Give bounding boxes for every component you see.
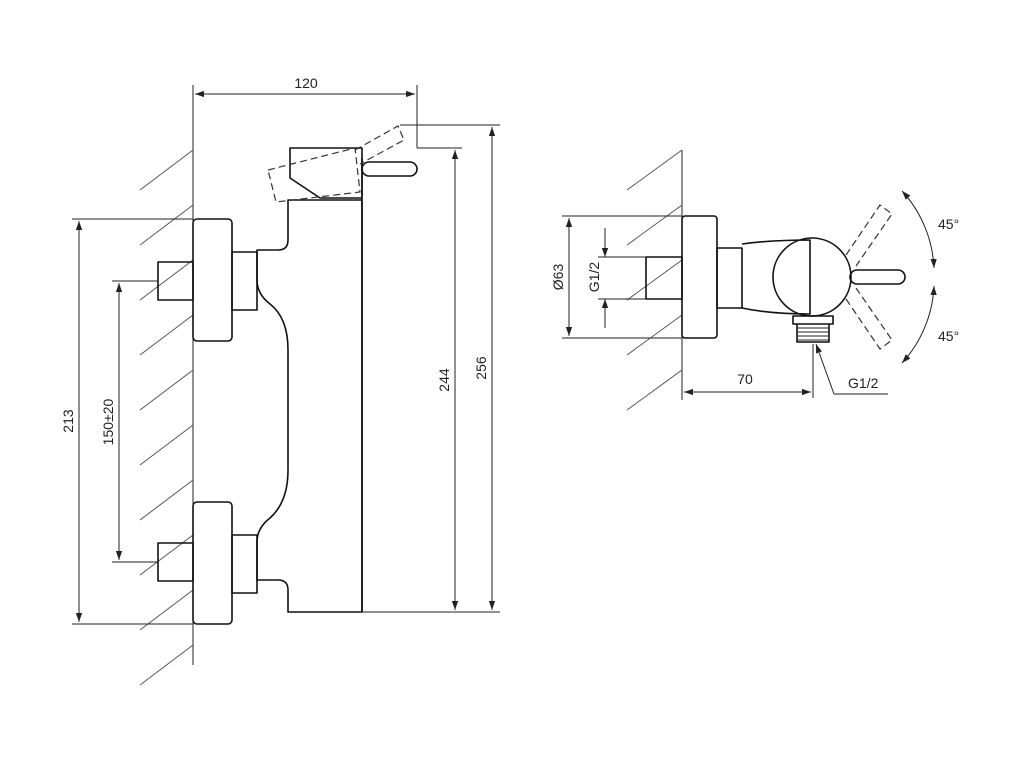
side-wall-hatching <box>626 149 683 411</box>
dim-spacing-label: 150±20 <box>100 398 116 445</box>
dim-spacing-150: 150±20 <box>100 280 158 563</box>
side-thermostat-body <box>772 237 852 317</box>
dim-angle-45: 45° 45° <box>901 190 959 364</box>
upper-inlet-stub <box>157 261 194 301</box>
side-lever-alt-positions <box>845 204 893 350</box>
dim-depth-70: 70 <box>684 344 814 398</box>
side-outlet-nut <box>792 315 834 325</box>
angle-arc-down <box>901 285 937 364</box>
side-outlet-thread <box>792 315 834 343</box>
dim-width-120: 120 <box>195 75 418 148</box>
front-wall <box>139 85 194 686</box>
dim-diameter-63: Ø63 <box>550 215 682 339</box>
dim-depth-label: 70 <box>737 371 753 387</box>
side-wall <box>626 149 683 411</box>
dim-outlet-thread: G1/2 <box>815 343 888 395</box>
lever-handle-open-position <box>267 125 405 203</box>
lower-wall-flange <box>192 501 233 625</box>
dim-height-213: 213 <box>60 218 193 625</box>
side-body <box>741 239 811 315</box>
mixer-body <box>256 199 363 613</box>
front-wall-hatching <box>139 149 194 686</box>
dim-outlet-thread-label: G1/2 <box>848 375 879 391</box>
lever-head <box>289 147 363 199</box>
dim-inlet-thread: G1/2 <box>586 228 646 328</box>
upper-connector <box>157 218 258 342</box>
angle-arc-up <box>901 190 937 269</box>
side-lever-arm <box>849 269 906 285</box>
lever-handle <box>289 147 418 200</box>
dim-width-label: 120 <box>294 75 318 91</box>
angle-down-label: 45° <box>938 328 959 344</box>
lever-arm <box>361 161 418 177</box>
dim-height-outer-label: 256 <box>473 356 489 380</box>
dim-height-left-label: 213 <box>60 409 76 433</box>
side-eccentric-nut <box>716 247 743 309</box>
dim-height-244: 244 <box>417 147 462 610</box>
side-inlet-stub <box>645 256 683 300</box>
side-wall-flange <box>681 215 718 339</box>
side-view: Ø63 G1/2 70 G1/2 45° 45° <box>550 149 959 411</box>
upper-wall-flange <box>192 218 233 342</box>
dim-height-256: 256 <box>362 124 500 613</box>
front-view: 120 256 244 213 150±20 <box>60 75 500 686</box>
dim-diameter-label: Ø63 <box>550 264 566 291</box>
dim-inlet-thread-label: G1/2 <box>586 262 602 293</box>
angle-up-label: 45° <box>938 216 959 232</box>
lower-eccentric-nut <box>231 534 258 594</box>
upper-eccentric-nut <box>231 251 258 311</box>
dim-height-inner-label: 244 <box>436 368 452 392</box>
